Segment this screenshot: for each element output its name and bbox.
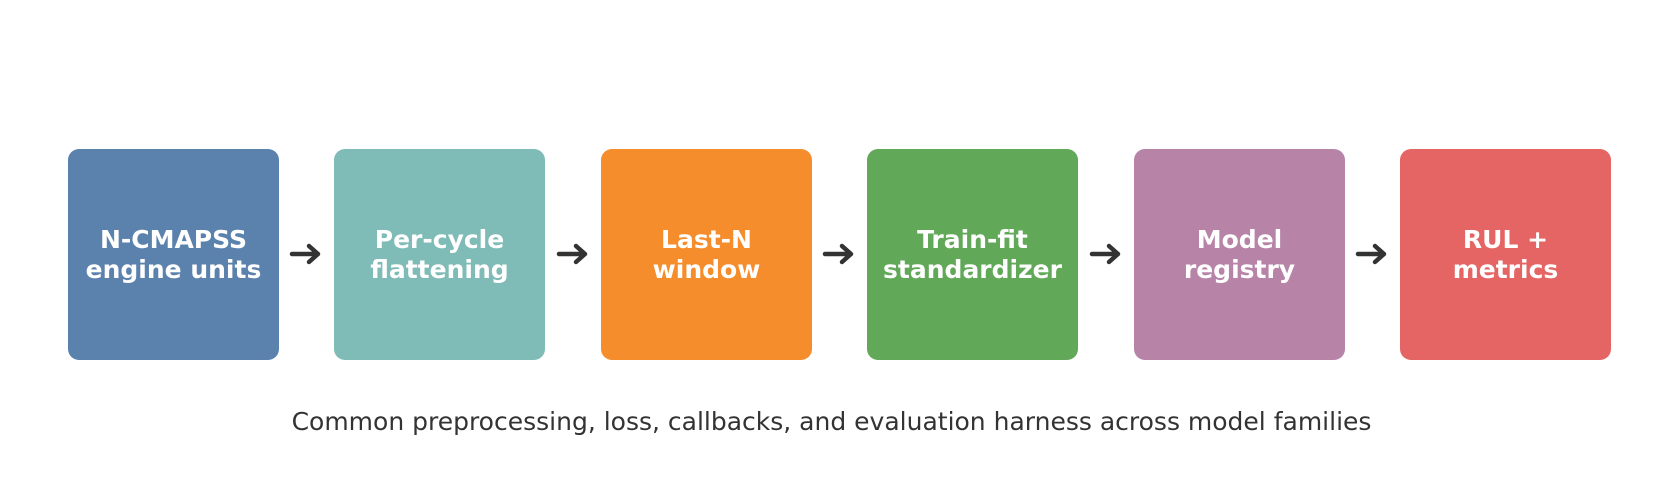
diagram-caption: Common preprocessing, loss, callbacks, a… <box>291 407 1372 436</box>
stage-box-last-n-window: Last-N window <box>601 149 812 360</box>
right-arrow-icon <box>289 242 323 266</box>
stage-box-rul-metrics: RUL + metrics <box>1400 149 1611 360</box>
stage-box-train-fit-standardizer: Train-fit standardizer <box>867 149 1078 360</box>
stage-label: RUL + metrics <box>1452 224 1559 284</box>
right-arrow-icon <box>556 242 590 266</box>
stage-label: Last-N window <box>652 224 761 284</box>
stage-label: Train-fit standardizer <box>883 224 1062 284</box>
stage-label: Per-cycle flattening <box>370 224 509 284</box>
stage-box-model-registry: Model registry <box>1134 149 1345 360</box>
right-arrow-icon <box>822 242 856 266</box>
stage-box-ncmapss: N-CMAPSS engine units <box>68 149 279 360</box>
right-arrow-icon <box>1089 242 1123 266</box>
right-arrow-icon <box>1355 242 1389 266</box>
stage-box-per-cycle-flattening: Per-cycle flattening <box>334 149 545 360</box>
stage-label: N-CMAPSS engine units <box>85 224 262 284</box>
stage-label: Model registry <box>1183 224 1296 284</box>
